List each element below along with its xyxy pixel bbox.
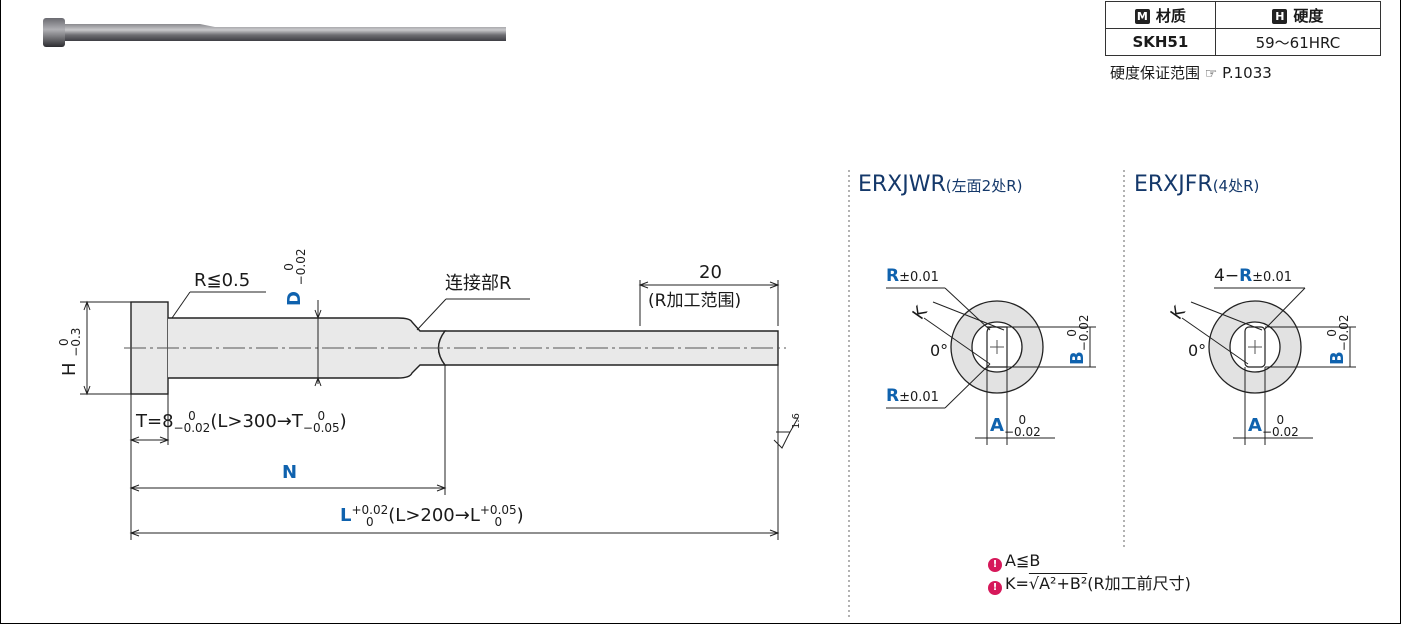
l-close: ) (516, 505, 524, 526)
hardness-value: 59～61HRC (1214, 28, 1382, 56)
l2-tol-lower: 0 (494, 515, 503, 529)
erxjwr-r-top-tol: ±0.01 (899, 270, 939, 285)
erxjwr-subtitle: (左面2处R) (945, 177, 1023, 195)
erxjfr-a-tol-upper: 0 (1276, 413, 1285, 427)
l-suffix: (L>200→L (388, 505, 480, 526)
erxjfr-subtitle: (4处R) (1212, 177, 1260, 195)
dim-20-label: 20 (699, 262, 722, 283)
erxjwr-title-text: ERXJWR (858, 172, 946, 197)
erxjwr-a-tol-lower: −0.02 (1003, 425, 1041, 439)
info-bulb-icon: ! (988, 581, 1002, 595)
note-1-text: A≦B (1005, 551, 1041, 570)
erxjfr-zero-deg: 0° (1188, 341, 1207, 360)
erxjfr-a-tol-lower: −0.02 (1261, 425, 1299, 439)
n-label: N (282, 462, 298, 483)
page-ref-link[interactable]: P.1033 (1222, 64, 1272, 82)
product-photo (43, 18, 506, 47)
t-tol-upper: 0 (188, 409, 196, 423)
erxjwr-r-bottom-label: R (886, 386, 900, 406)
hardness-note: 硬度保证范围 ☞ P.1033 (1110, 64, 1272, 82)
t2-tol-upper: 0 (317, 409, 326, 423)
l2-tol-upper: +0.05 (479, 503, 517, 517)
l-label: L (340, 505, 352, 526)
t-suffix: (L>300→T (210, 411, 303, 432)
connecting-radius-label: 连接部R (445, 273, 512, 294)
material-header-cell: M 材质 (1105, 1, 1216, 29)
erxjwr-title: ERXJWR(左面2处R) (858, 174, 1022, 196)
erxjwr-r-bottom: R±0.01 (886, 388, 939, 405)
t2-tol-lower: −0.05 (302, 421, 340, 435)
erxjfr-title: ERXJFR(4处R) (1134, 174, 1259, 196)
hardness-badge: H (1272, 8, 1288, 24)
erxjwr-zero-deg: 0° (930, 341, 949, 360)
erxjfr-r-prefix: 4− (1214, 266, 1240, 286)
erxjwr-a-label: A (990, 415, 1004, 436)
material-value: SKH51 (1105, 28, 1216, 56)
note-2-prefix: K= (1005, 574, 1029, 593)
erxjwr-a-tol-upper: 0 (1018, 413, 1027, 427)
head-radius-label: R≦0.5 (194, 270, 251, 291)
erxjfr-b-tol-lower: −0.02 (1337, 314, 1351, 352)
t-tol-lower: −0.02 (173, 421, 211, 435)
note-2-suffix: (R加工前尺寸) (1087, 574, 1191, 593)
hardness-note-text: 硬度保证范围 (1110, 64, 1201, 82)
erxjfr-a-label: A (1248, 415, 1262, 436)
pointing-hand-icon: ☞ (1204, 66, 1218, 82)
erxjfr-title-text: ERXJFR (1134, 172, 1213, 197)
erxjwr-r-top-label: R (886, 266, 900, 286)
note-1: !A≦B (988, 553, 1040, 572)
l-tol-upper: +0.02 (351, 503, 389, 517)
erxjwr-r-top: R±0.01 (886, 268, 939, 285)
info-bulb-icon: ! (988, 558, 1002, 572)
material-header: 材质 (1155, 6, 1186, 25)
material-table: M 材质 H 硬度 SKH51 59～61HRC (1105, 1, 1382, 56)
erxjwr-r-bottom-tol: ±0.01 (899, 390, 939, 405)
t-close: ) (339, 411, 347, 432)
erxjfr-b-label: B (1327, 351, 1348, 365)
t-prefix: T=8 (136, 411, 174, 432)
material-badge: M (1134, 8, 1150, 24)
note-2: !K=√A²+B²(R加工前尺寸) (988, 576, 1191, 595)
l-tol-lower: 0 (366, 515, 374, 529)
r-range-label: (R加工范围) (648, 291, 742, 311)
erxjfr-r-tol: ±0.01 (1252, 270, 1292, 285)
erxjfr-r-label-group: 4−R±0.01 (1214, 268, 1292, 285)
note-2-formula: √A²+B² (1028, 574, 1088, 593)
erxjfr-r-label: R (1239, 266, 1253, 286)
hardness-header: 硬度 (1293, 6, 1324, 25)
